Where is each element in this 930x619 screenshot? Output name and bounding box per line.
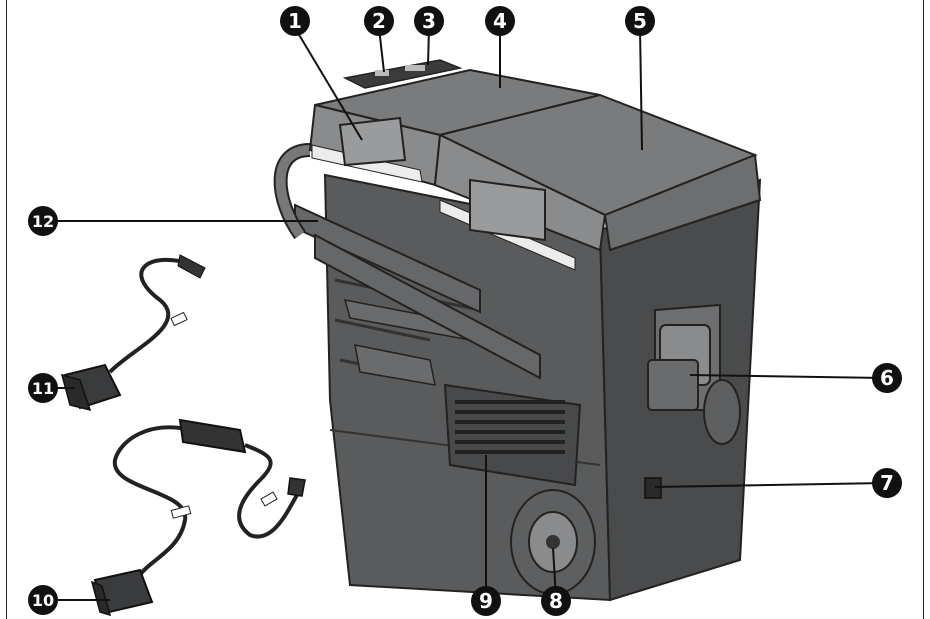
svg-text:6: 6 bbox=[880, 366, 894, 390]
callout-4: 4 bbox=[485, 6, 515, 36]
svg-text:7: 7 bbox=[880, 471, 894, 495]
callout-11: 11 bbox=[28, 373, 58, 403]
callout-5: 5 bbox=[625, 6, 655, 36]
svg-text:10: 10 bbox=[32, 591, 54, 610]
svg-text:11: 11 bbox=[32, 379, 54, 398]
callout-3: 3 bbox=[414, 6, 444, 36]
svg-text:9: 9 bbox=[479, 589, 493, 613]
dc-power-cable bbox=[60, 254, 206, 412]
svg-text:4: 4 bbox=[493, 9, 507, 33]
callout-7: 7 bbox=[872, 468, 902, 498]
callout-9: 9 bbox=[471, 586, 501, 616]
callout-2: 2 bbox=[364, 6, 394, 36]
svg-text:12: 12 bbox=[32, 212, 54, 231]
svg-text:5: 5 bbox=[633, 9, 647, 33]
svg-text:8: 8 bbox=[549, 589, 563, 613]
callout-1: 1 bbox=[280, 6, 310, 36]
callout-6: 6 bbox=[872, 363, 902, 393]
svg-text:3: 3 bbox=[422, 9, 436, 33]
ac-power-cable bbox=[90, 418, 306, 617]
wheels bbox=[510, 379, 741, 595]
callout-8: 8 bbox=[541, 586, 571, 616]
callout-10: 10 bbox=[28, 585, 58, 615]
callout-12: 12 bbox=[28, 206, 58, 236]
svg-text:2: 2 bbox=[372, 9, 386, 33]
svg-text:1: 1 bbox=[288, 9, 302, 33]
cooler-lid bbox=[308, 59, 762, 271]
